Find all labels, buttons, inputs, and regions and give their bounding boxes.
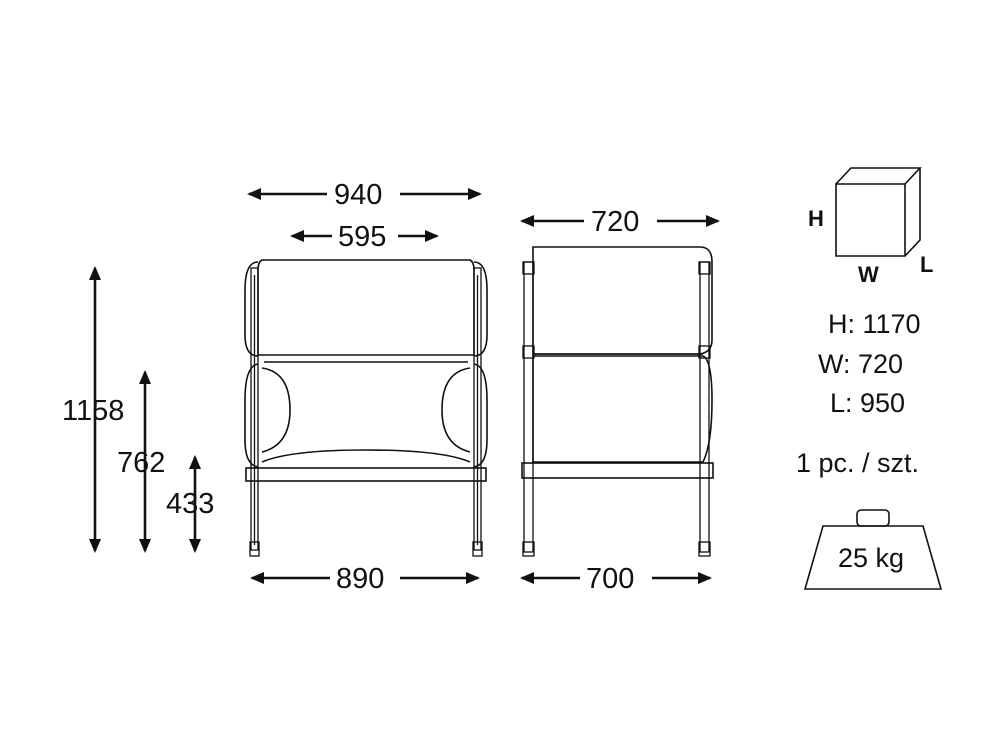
package-width: W: 720 xyxy=(818,349,903,379)
package-height: H: 1170 xyxy=(828,309,921,339)
package-box-icon: H W L xyxy=(808,167,933,287)
height-seat-label: 433 xyxy=(166,488,214,520)
box-label-l: L xyxy=(920,252,933,277)
height-armrest-label: 762 xyxy=(117,447,165,479)
height-dimensions: 1158 762 433 xyxy=(62,266,214,553)
package-specs: H: 1170 W: 720 L: 950 1 pc. / szt. xyxy=(796,309,921,478)
armchair-front-view xyxy=(244,259,488,557)
front-width-base-label: 890 xyxy=(336,563,384,595)
package-length: L: 950 xyxy=(830,388,905,418)
side-depth-top-label: 720 xyxy=(591,206,639,238)
front-width-overall-label: 940 xyxy=(334,179,382,211)
side-view-dimensions: 720 700 xyxy=(520,206,720,595)
box-label-w: W xyxy=(858,262,879,287)
package-weight: 25 kg xyxy=(838,543,904,573)
box-label-h: H xyxy=(808,206,824,231)
side-depth-base-label: 700 xyxy=(586,563,634,595)
height-overall-label: 1158 xyxy=(62,395,124,427)
front-width-inner-label: 595 xyxy=(338,221,386,253)
front-view-dimensions: 940 595 890 xyxy=(247,179,482,595)
package-quantity: 1 pc. / szt. xyxy=(796,448,919,478)
armchair-side-view xyxy=(521,246,714,557)
weight-icon: 25 kg xyxy=(803,509,943,590)
